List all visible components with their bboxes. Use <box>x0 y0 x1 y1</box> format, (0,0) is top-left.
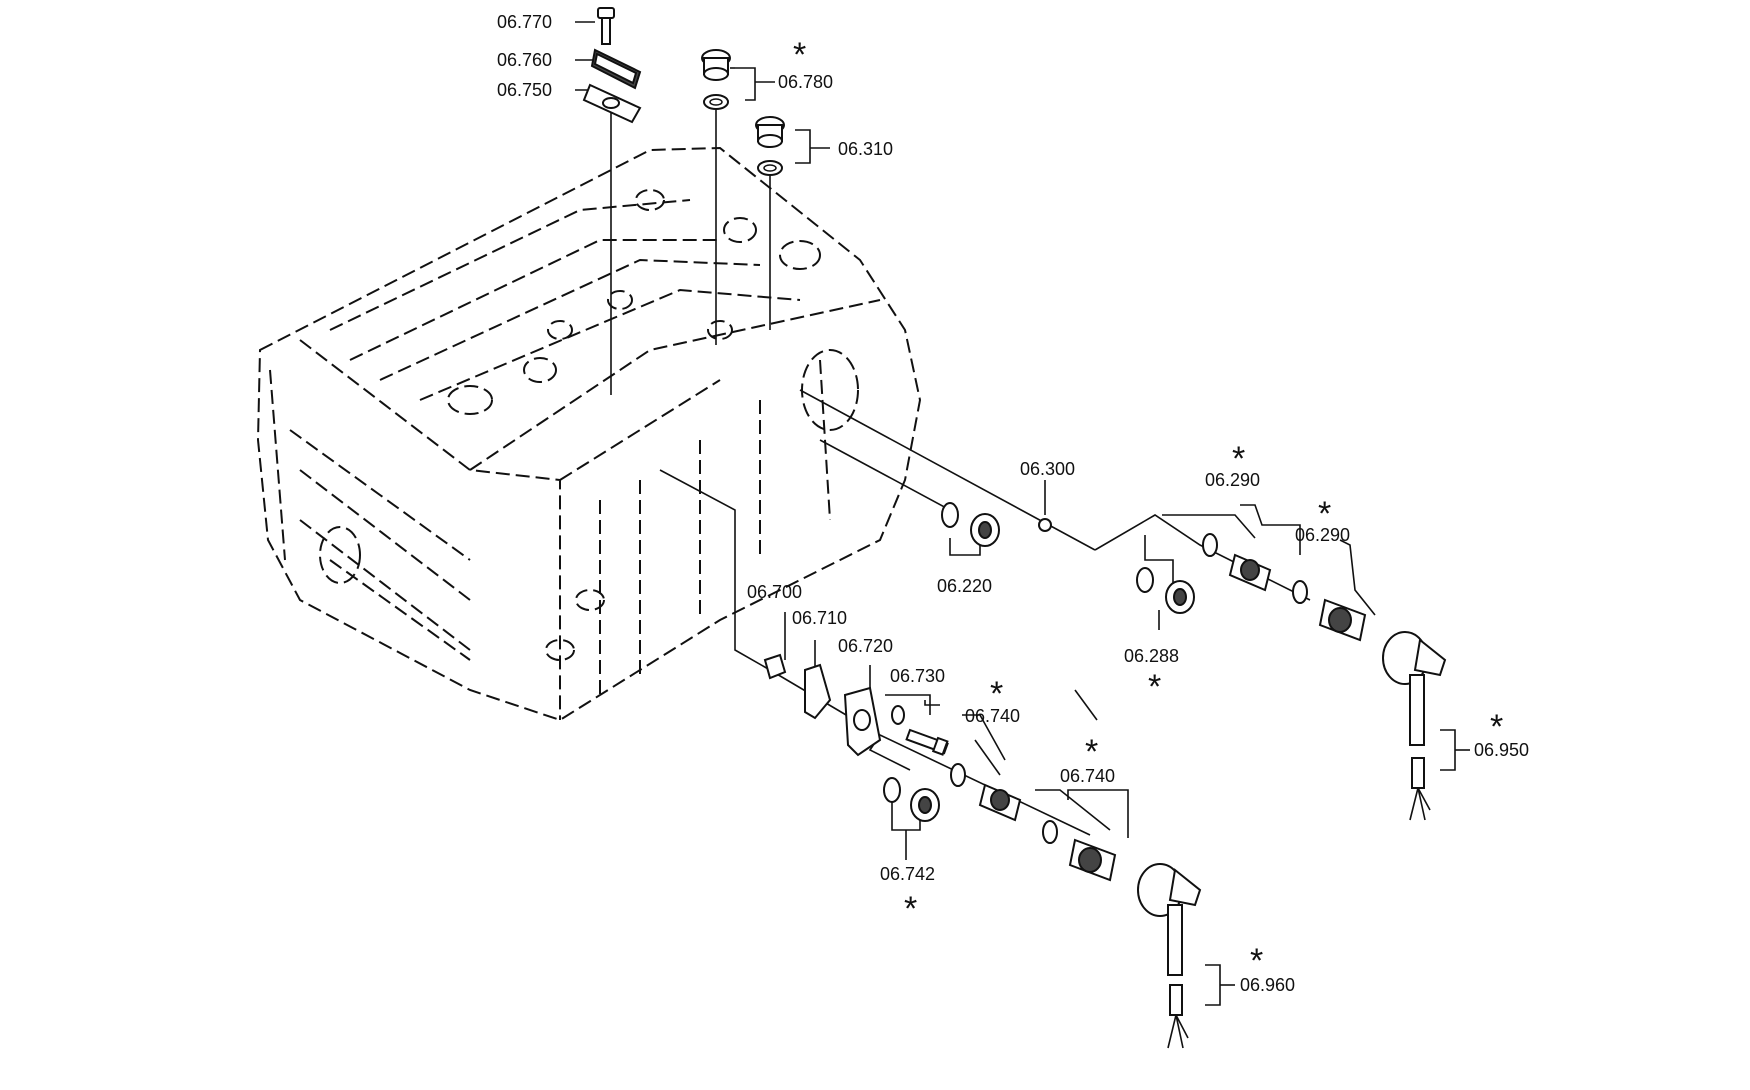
marker-06960: * <box>1250 942 1263 980</box>
label-06300: 06.300 <box>1020 459 1075 479</box>
label-06700: 06.700 <box>747 582 802 602</box>
pressure-switch-06290-b-icon <box>1292 580 1367 642</box>
pressure-switch-06290-a-icon <box>1202 533 1272 592</box>
label-06750: 06.750 <box>497 80 552 100</box>
marker-06780: * <box>793 36 806 74</box>
screw-06770-icon <box>597 7 615 45</box>
label-06220: 06.220 <box>937 576 992 596</box>
label-06720: 06.720 <box>838 636 893 656</box>
gasket-06760-icon <box>590 48 642 90</box>
label-06740-a: 06.740 <box>965 706 1020 726</box>
gasket-06710-icon <box>804 663 832 720</box>
label-06310: 06.310 <box>838 139 893 159</box>
label-06710: 06.710 <box>792 608 847 628</box>
marker-06742: * <box>904 890 917 928</box>
screw-plug-06310-icon <box>755 116 785 176</box>
label-06288: 06.288 <box>1124 646 1179 666</box>
marker-06740-b: * <box>1085 733 1098 771</box>
label-06730: 06.730 <box>890 666 945 686</box>
label-06960: 06.960 <box>1240 975 1295 995</box>
gearbox-housing-icon <box>256 146 922 722</box>
label-06742: 06.742 <box>880 864 935 884</box>
cable-connector-06950-icon <box>1382 631 1447 821</box>
sleeve-06700-icon <box>763 653 787 680</box>
ring-06300-icon <box>1038 518 1052 532</box>
marker-06290-b: * <box>1318 495 1331 533</box>
pressure-switch-06740-a-icon <box>950 763 1022 822</box>
asterisk-markers: * * * * * * * * * <box>793 36 1503 980</box>
cable-connector-06960-icon <box>1137 863 1202 1049</box>
plug-06742-icon <box>883 777 940 822</box>
cover-06720-icon <box>843 686 882 757</box>
label-06740-b: 06.740 <box>1060 766 1115 786</box>
label-06290-b: 06.290 <box>1295 525 1350 545</box>
plug-06288-icon <box>1136 567 1195 614</box>
label-06290-a: 06.290 <box>1205 470 1260 490</box>
pressure-switch-06740-b-icon <box>1042 820 1117 882</box>
gasket-06750-icon <box>582 83 642 124</box>
marker-06288: * <box>1148 668 1161 706</box>
label-06770: 06.770 <box>497 12 552 32</box>
marker-06950: * <box>1490 708 1503 746</box>
part-labels: 06.770 06.760 06.750 06.780 06.310 06.30… <box>497 12 1529 995</box>
leader-lines <box>575 21 1470 1006</box>
label-06760: 06.760 <box>497 50 552 70</box>
screw-plug-06780-icon <box>701 49 731 110</box>
marker-06740-a: * <box>990 675 1003 713</box>
marker-06290-a: * <box>1232 440 1245 478</box>
label-06950: 06.950 <box>1474 740 1529 760</box>
plug-06220-icon <box>941 502 1000 547</box>
screw-06730-icon <box>891 705 949 756</box>
label-06780: 06.780 <box>778 72 833 92</box>
